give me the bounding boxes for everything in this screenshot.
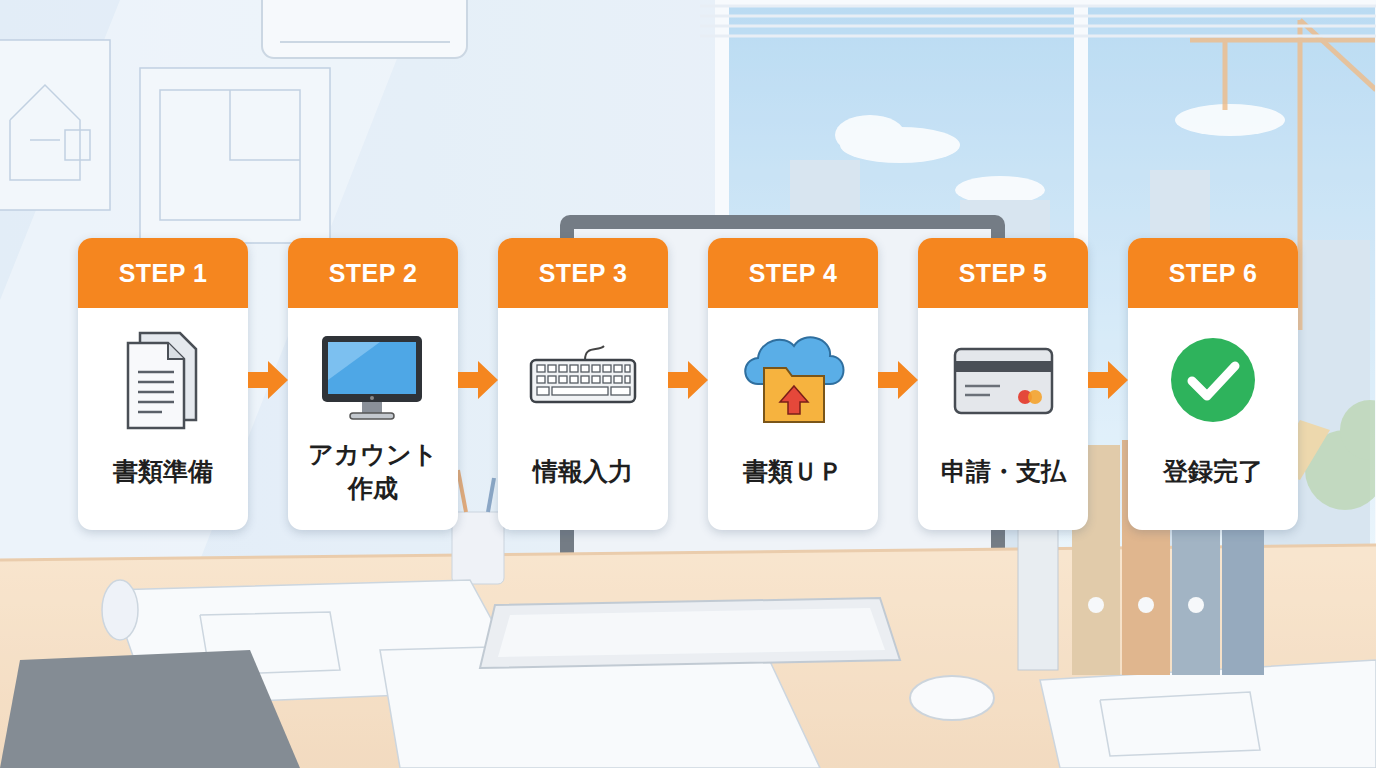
document-icon-part (128, 343, 184, 428)
card-body: 情報入力 (498, 424, 668, 520)
keyboard-icon-part-part (614, 365, 622, 372)
step-title: 書類ＵＰ (743, 455, 843, 489)
keyboard-icon-part-part (625, 365, 630, 372)
keyboard-icon-part-part (552, 387, 608, 395)
step-title: 申請・支払 (941, 455, 1066, 489)
step-label: STEP 4 (708, 238, 878, 308)
step-title: 登録完了 (1163, 455, 1263, 489)
document-icon (128, 333, 196, 428)
keyboard-icon-part-part (537, 376, 545, 383)
step-card: STEP 1 書類準備 (78, 238, 248, 530)
keyboard-icon-part-part (603, 365, 611, 372)
step-card: STEP 5 申請・支払 (918, 238, 1088, 530)
step-card: STEP 2 アカウント 作成 (288, 238, 458, 530)
credit-card-icon-part (1028, 390, 1042, 404)
credit-card-icon-part (956, 361, 1051, 372)
keyboard-icon-part-part (625, 376, 630, 383)
document-icon-part (168, 343, 184, 359)
keyboard-icon-part-part (570, 376, 578, 383)
keyboard-icon-part-part (611, 387, 630, 395)
keyboard-icon-part-part (548, 376, 556, 383)
card-body: 書類ＵＰ (708, 424, 878, 520)
check-icon-part (1192, 366, 1235, 396)
credit-card-icon-part (965, 394, 990, 397)
credit-card-icon-part (965, 385, 1000, 388)
step-label: STEP 3 (498, 238, 668, 308)
flow-arrow (458, 361, 498, 399)
step-title: アカウント 作成 (298, 438, 448, 506)
credit-card-icon-part (955, 349, 1052, 413)
keyboard-icon-part (537, 365, 630, 395)
card-body: 申請・支払 (918, 424, 1088, 520)
flow-arrow (248, 361, 288, 399)
step-title: 情報入力 (533, 455, 633, 489)
cloud-upload-icon (745, 337, 843, 422)
card-body: 書類準備 (78, 424, 248, 520)
step-label: STEP 1 (78, 238, 248, 308)
keyboard-icon-part-part (537, 365, 545, 372)
monitor-icon-part (362, 402, 382, 414)
monitor-icon-part (328, 342, 380, 380)
keyboard-icon-part-part (537, 387, 549, 395)
monitor-icon-part (350, 413, 394, 419)
monitor-icon-part (322, 336, 422, 402)
document-icon-part (140, 333, 196, 420)
keyboard-icon-part-part (592, 365, 600, 372)
document-icon-part-part (138, 371, 174, 374)
monitor-icon (322, 336, 422, 419)
monitor-icon-part (328, 342, 416, 394)
keyboard-icon-part-part (592, 376, 600, 383)
step-title: 書類準備 (113, 455, 213, 489)
document-icon-part-part (138, 401, 174, 404)
keyboard-icon-part (531, 360, 635, 402)
check-icon (1171, 338, 1255, 422)
step-card: STEP 6 登録完了 (1128, 238, 1298, 530)
step-card: STEP 3 情報入力 (498, 238, 668, 530)
cloud-upload-icon-part (780, 386, 808, 414)
keyboard-icon-part-part (581, 365, 589, 372)
keyboard-icon-part-part (614, 376, 622, 383)
step-label: STEP 5 (918, 238, 1088, 308)
keyboard-icon-part (585, 346, 604, 360)
document-icon-part-part (138, 381, 174, 384)
keyboard-icon-part-part (559, 376, 567, 383)
keyboard-icon (531, 346, 635, 402)
flow-arrow (878, 361, 918, 399)
card-body: 登録完了 (1128, 424, 1298, 520)
keyboard-icon-part-part (559, 365, 567, 372)
credit-card-icon (955, 349, 1052, 413)
check-icon-part (1171, 338, 1255, 422)
credit-card-icon-part (1018, 390, 1032, 404)
keyboard-icon-part-part (570, 365, 578, 372)
cloud-upload-icon-part (764, 368, 824, 422)
keyboard-icon-part-part (581, 376, 589, 383)
cloud-upload-icon-part (745, 337, 843, 384)
document-icon-part-part (138, 411, 162, 414)
flow-arrow (1088, 361, 1128, 399)
keyboard-icon-part-part (603, 376, 611, 383)
card-body: アカウント 作成 (288, 424, 458, 520)
step-label: STEP 6 (1128, 238, 1298, 308)
step-label: STEP 2 (288, 238, 458, 308)
step-card: STEP 4 書類ＵＰ (708, 238, 878, 530)
monitor-icon-part (370, 396, 374, 400)
keyboard-icon-part-part (548, 365, 556, 372)
flow-arrow (668, 361, 708, 399)
document-icon-part-part (138, 391, 174, 394)
document-icon-part (138, 372, 174, 412)
